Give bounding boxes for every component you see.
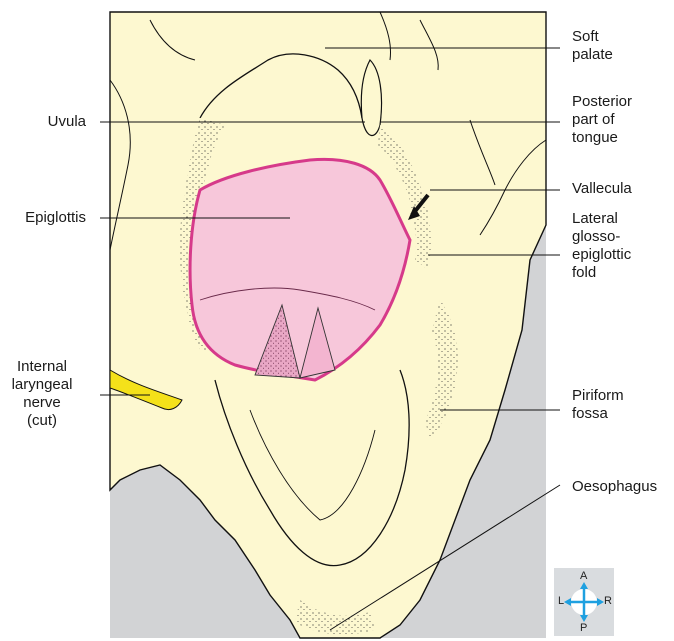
label-posterior-tongue: Posterior part of tongue (572, 93, 632, 147)
label-lateral-fold: Lateral glosso- epiglottic fold (572, 210, 631, 282)
label-vallecula: Vallecula (572, 180, 632, 198)
label-piriform-fossa: Piriform fossa (572, 387, 624, 423)
compass-arrows-icon (554, 568, 614, 636)
label-internal-laryngeal-nerve: Internal laryngeal nerve (cut) (0, 358, 84, 430)
label-uvula: Uvula (0, 113, 86, 131)
label-epiglottis: Epiglottis (0, 209, 86, 227)
label-soft-palate: Soft palate (572, 28, 613, 64)
orientation-compass: A P L R (554, 568, 614, 636)
label-oesophagus: Oesophagus (572, 478, 657, 496)
